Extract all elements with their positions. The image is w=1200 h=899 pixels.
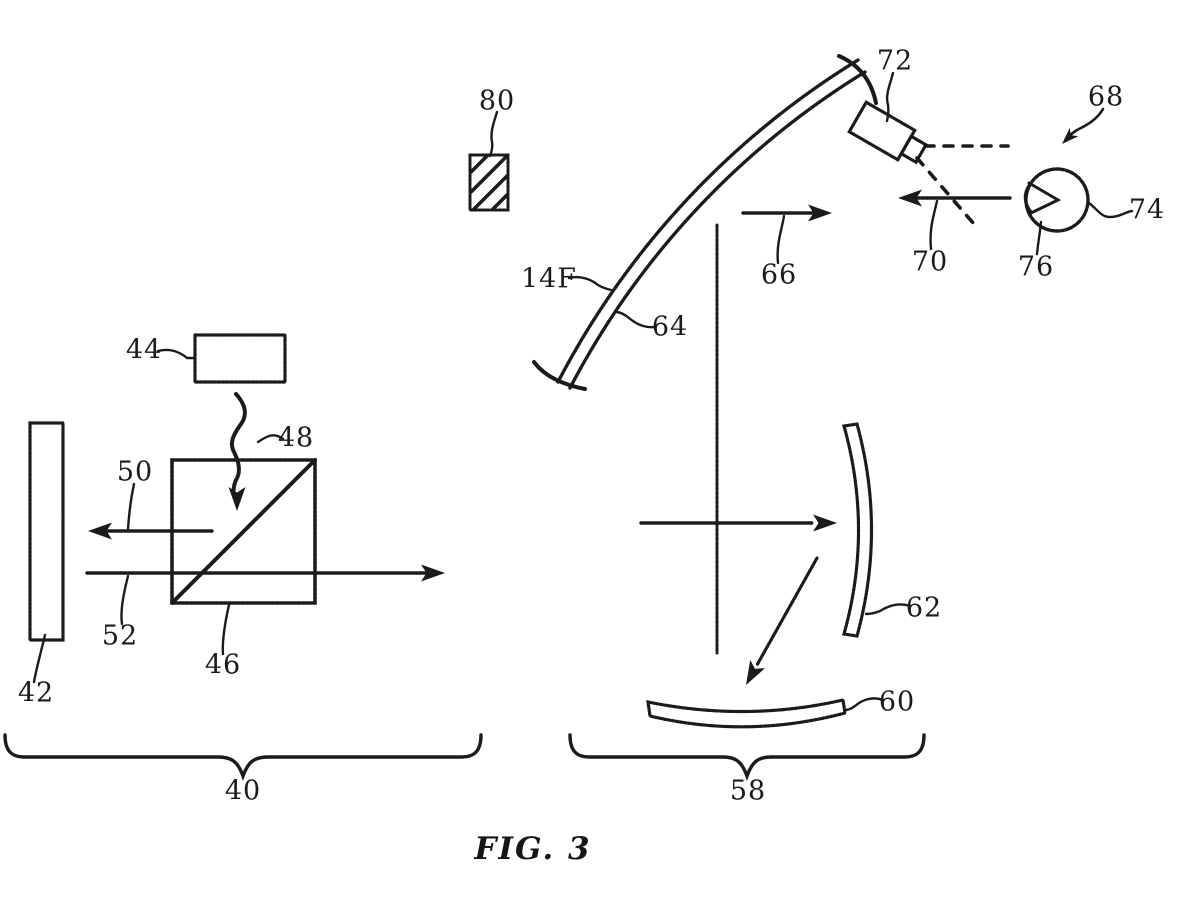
camera-sight-lines bbox=[915, 144, 1010, 226]
leader-64 bbox=[614, 310, 657, 329]
ref-label-40: 40 bbox=[224, 775, 262, 807]
ref-label-46: 46 bbox=[204, 649, 242, 681]
eye-pupil-wedge-76 bbox=[1027, 181, 1062, 215]
ref-label-66: 66 bbox=[760, 259, 798, 291]
ref-label-58: 58 bbox=[729, 775, 767, 807]
curved-mirror-60 bbox=[646, 698, 847, 729]
pointer-arrow-68 bbox=[1062, 107, 1105, 144]
ref-label-62: 62 bbox=[905, 592, 943, 624]
ref-label-76: 76 bbox=[1017, 251, 1055, 283]
beam-arrow-to-60 bbox=[746, 556, 819, 685]
ref-label-52: 52 bbox=[101, 620, 139, 652]
leader-42 bbox=[32, 633, 47, 684]
leader-14F bbox=[567, 275, 613, 292]
leader-50 bbox=[126, 482, 136, 531]
leader-52 bbox=[120, 574, 130, 626]
beam-arrow-52 bbox=[85, 564, 445, 582]
leader-60 bbox=[843, 697, 885, 712]
visor-waveguide-14F-64 bbox=[532, 54, 878, 391]
leader-46 bbox=[221, 603, 231, 656]
leader-70 bbox=[929, 199, 939, 251]
eye-cornea-arc bbox=[1023, 182, 1033, 214]
ref-label-72: 72 bbox=[876, 45, 914, 77]
wavy-arrow-48 bbox=[228, 392, 247, 511]
beam-arrow-70 bbox=[898, 189, 1012, 207]
leader-76 bbox=[1035, 220, 1043, 256]
leader-62 bbox=[864, 603, 912, 616]
figure-caption: FIG. 3 bbox=[474, 831, 592, 867]
leader-66 bbox=[776, 214, 786, 265]
leader-lines bbox=[32, 71, 1134, 712]
leader-48 bbox=[256, 434, 285, 444]
beam-arrow-50 bbox=[88, 522, 214, 540]
camera-72 bbox=[847, 100, 929, 165]
ref-label-42: 42 bbox=[17, 677, 55, 709]
ref-label-64: 64 bbox=[651, 311, 689, 343]
curved-mirror-62 bbox=[841, 422, 874, 638]
leader-80 bbox=[488, 110, 499, 158]
hatched-block-80 bbox=[468, 153, 510, 212]
ref-label-74: 74 bbox=[1128, 194, 1166, 226]
ref-label-48: 48 bbox=[277, 422, 315, 454]
leader-74 bbox=[1087, 201, 1134, 219]
beam-arrow-66 bbox=[741, 204, 832, 222]
leader-44 bbox=[156, 348, 196, 360]
ref-label-80: 80 bbox=[478, 85, 516, 117]
ref-label-68: 68 bbox=[1087, 81, 1125, 113]
ref-label-70: 70 bbox=[911, 246, 949, 278]
ref-label-14F: 14F bbox=[520, 263, 578, 295]
beam-arrow-to-62 bbox=[639, 514, 837, 532]
ref-label-60: 60 bbox=[878, 686, 916, 718]
eye-74 bbox=[1023, 167, 1090, 233]
ref-label-44: 44 bbox=[125, 334, 163, 366]
light-source-box-44 bbox=[193, 333, 287, 384]
display-panel-42 bbox=[28, 421, 65, 642]
brace-40 bbox=[3, 733, 483, 782]
brace-58 bbox=[568, 733, 926, 782]
leader-72 bbox=[885, 71, 895, 123]
ref-label-50: 50 bbox=[116, 456, 154, 488]
